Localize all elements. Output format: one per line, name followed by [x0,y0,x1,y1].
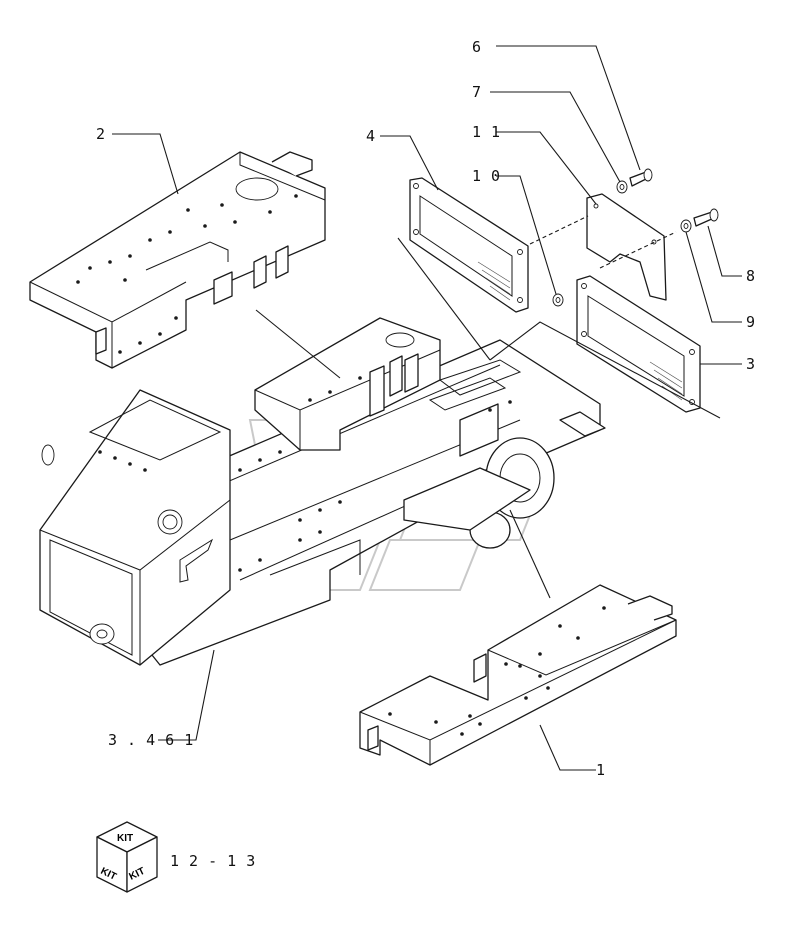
part-1-cover-plate [359,584,677,766]
part-1-holes [388,606,606,736]
part-3-grille-panel [576,275,701,413]
kit-cube-icon: KIT KIT KIT [96,821,158,893]
callout-9: 9 [746,313,756,331]
callout-6: 6 [472,38,482,56]
part-4-grille-panel [409,177,529,313]
part-11-bracket [586,193,667,301]
part-2-cover-plate [29,151,326,369]
part-2-holes [76,194,298,354]
chassis-holes [98,376,512,572]
callout-2: 2 [96,125,106,143]
kit-reference: 1 2 - 1 3 [170,852,256,870]
assembly-lines [255,215,721,599]
fastener-bolt-6 [629,168,653,187]
callout-11: 1 1 [472,123,501,141]
leader-lines [112,45,742,771]
fastener-washer-9 [680,219,692,233]
callout-10: 1 0 [472,167,501,185]
main-chassis-frame [39,317,606,666]
fastener-bolt-8 [693,208,719,227]
fastener-washer-7 [616,180,628,194]
callout-8: 8 [746,267,756,285]
kit-top-label: KIT [117,833,133,844]
callout-4: 4 [366,127,376,145]
callout-1: 1 [596,761,606,779]
callout-3: 3 [746,355,756,373]
callout-3-461: 3 . 4 6 1 [108,731,194,749]
fastener-nut-10 [552,293,564,307]
callout-7: 7 [472,83,482,101]
callout-labels: 6 7 2 4 1 1 1 0 8 9 3 1 3 . 4 6 1 [96,38,756,779]
